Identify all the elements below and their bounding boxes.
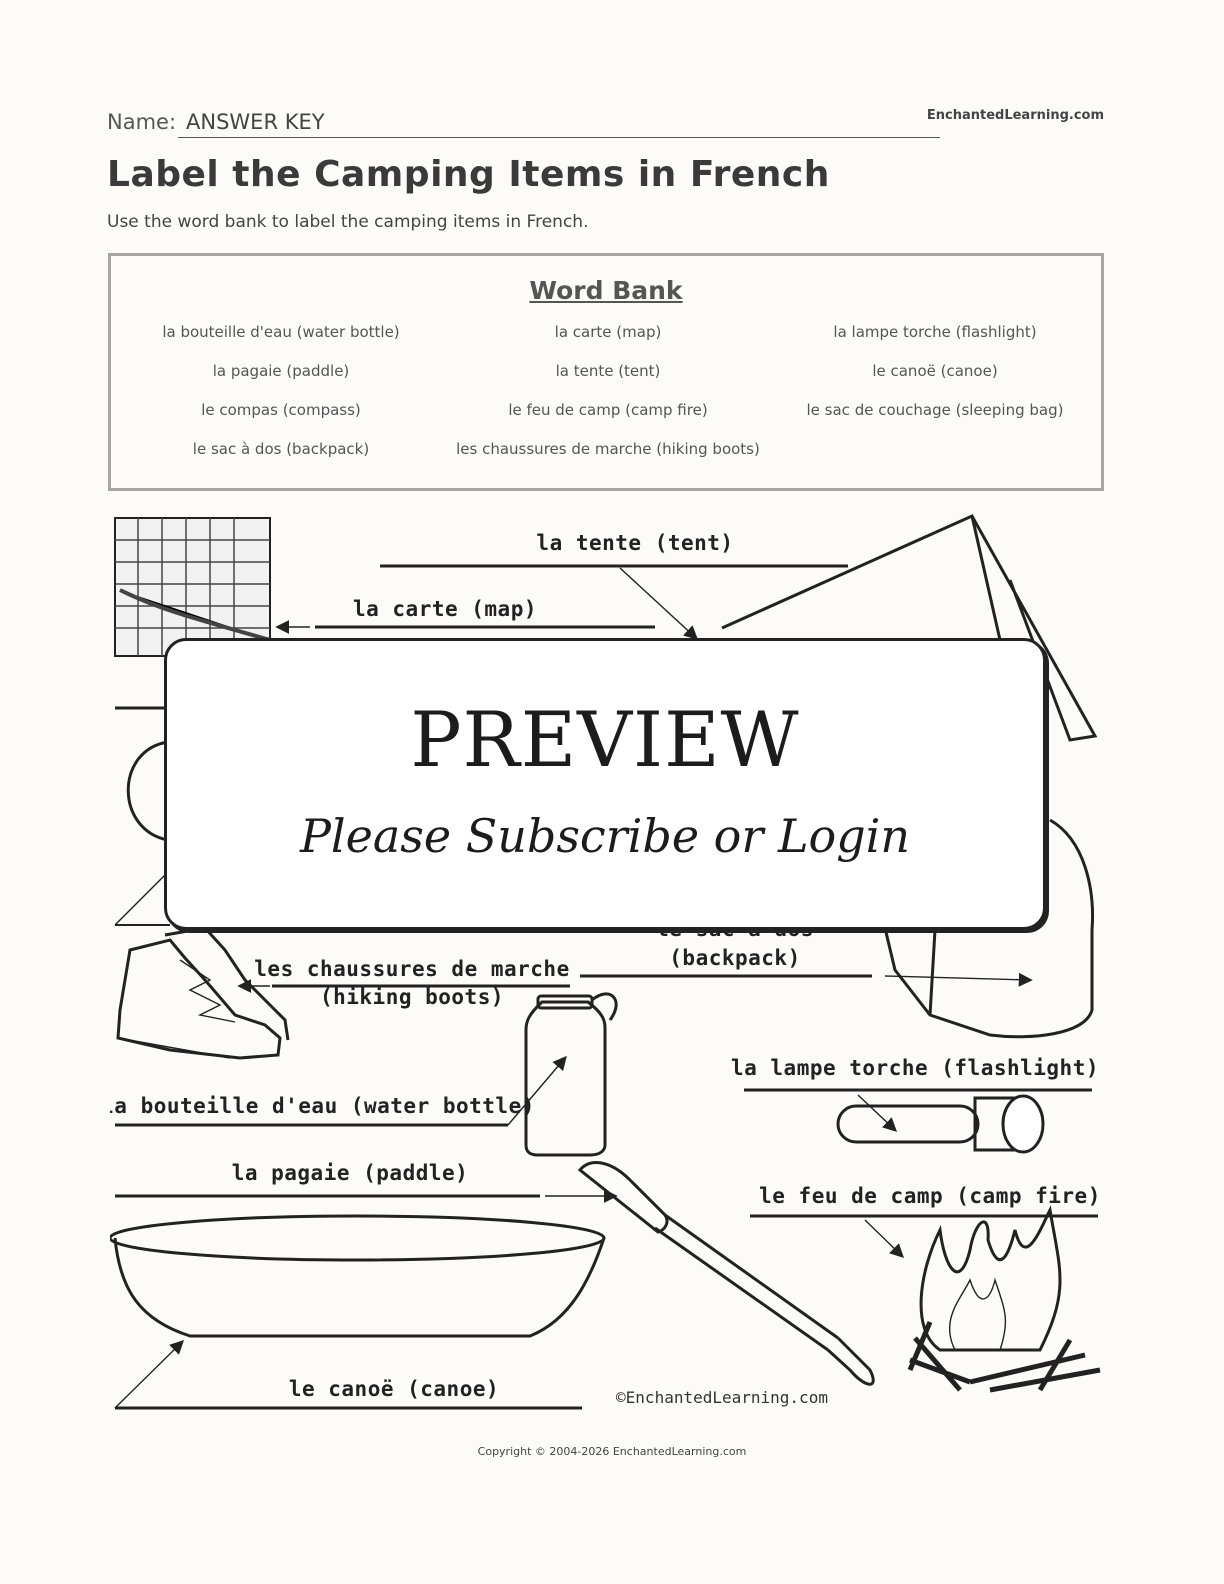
word-bank-item: le sac à dos (backpack) bbox=[192, 440, 370, 458]
map-icon bbox=[114, 517, 271, 657]
word-bank-item: la lampe torche (flashlight) bbox=[833, 323, 1037, 341]
boots-label-1: les chaussures de marche bbox=[254, 957, 569, 981]
word-bank-item: les chaussures de marche (hiking boots) bbox=[456, 440, 760, 458]
flashlight-label: la lampe torche (flashlight) bbox=[731, 1056, 1099, 1080]
water-bottle-icon bbox=[524, 992, 618, 1157]
canoe-icon bbox=[110, 1214, 606, 1338]
preview-title: PREVIEW bbox=[410, 695, 800, 784]
name-line bbox=[178, 137, 940, 138]
backpack-icon bbox=[883, 818, 1094, 1039]
instructions: Use the word bank to label the camping i… bbox=[107, 212, 589, 232]
word-bank-item: le feu de camp (camp fire) bbox=[508, 401, 708, 419]
copyright: Copyright © 2004-2026 EnchantedLearning.… bbox=[477, 1445, 747, 1458]
word-bank-item: la tente (tent) bbox=[555, 362, 661, 380]
preview-subscribe-login[interactable]: Please Subscribe or Login bbox=[299, 809, 911, 863]
boots-label-2: (hiking boots) bbox=[320, 985, 504, 1009]
preview-overlay[interactable]: PREVIEW Please Subscribe or Login bbox=[164, 638, 1046, 930]
image-credit: ©EnchantedLearning.com bbox=[616, 1388, 828, 1407]
word-bank-item: la carte (map) bbox=[554, 323, 662, 341]
tent-label: la tente (tent) bbox=[536, 531, 733, 555]
camping-diagram: la carte (map) la tente (tent) le sac à … bbox=[110, 514, 1101, 1410]
word-bank-item: le canoë (canoe) bbox=[872, 362, 998, 380]
paddle-icon bbox=[577, 1161, 875, 1386]
name-label: Name: bbox=[107, 110, 177, 134]
backpack-label-2: (backpack) bbox=[669, 946, 800, 970]
word-bank-item: la bouteille d'eau (water bottle) bbox=[162, 323, 400, 341]
site-brand: EnchantedLearning.com bbox=[926, 108, 1104, 123]
word-bank-item: le sac de couchage (sleeping bag) bbox=[806, 401, 1064, 419]
hiking-boots-icon bbox=[116, 926, 290, 1060]
bottle-label: la bouteille d'eau (water bottle) bbox=[110, 1094, 535, 1118]
campfire-icon bbox=[907, 1205, 1101, 1393]
word-bank-title: Word Bank bbox=[529, 276, 683, 305]
name-value: ANSWER KEY bbox=[186, 110, 325, 134]
map-label: la carte (map) bbox=[353, 597, 537, 621]
paddle-label: la pagaie (paddle) bbox=[232, 1161, 469, 1185]
canoe-label: le canoë (canoe) bbox=[289, 1377, 499, 1401]
word-bank: Word Bank la bouteille d'eau (water bott… bbox=[108, 253, 1104, 491]
campfire-label: le feu de camp (camp fire) bbox=[759, 1184, 1101, 1208]
page-title: Label the Camping Items in French bbox=[107, 154, 830, 195]
flashlight-icon bbox=[836, 1094, 1045, 1154]
word-bank-item: le compas (compass) bbox=[201, 401, 361, 419]
tent-icon bbox=[721, 514, 1098, 742]
word-bank-item: la pagaie (paddle) bbox=[212, 362, 350, 380]
